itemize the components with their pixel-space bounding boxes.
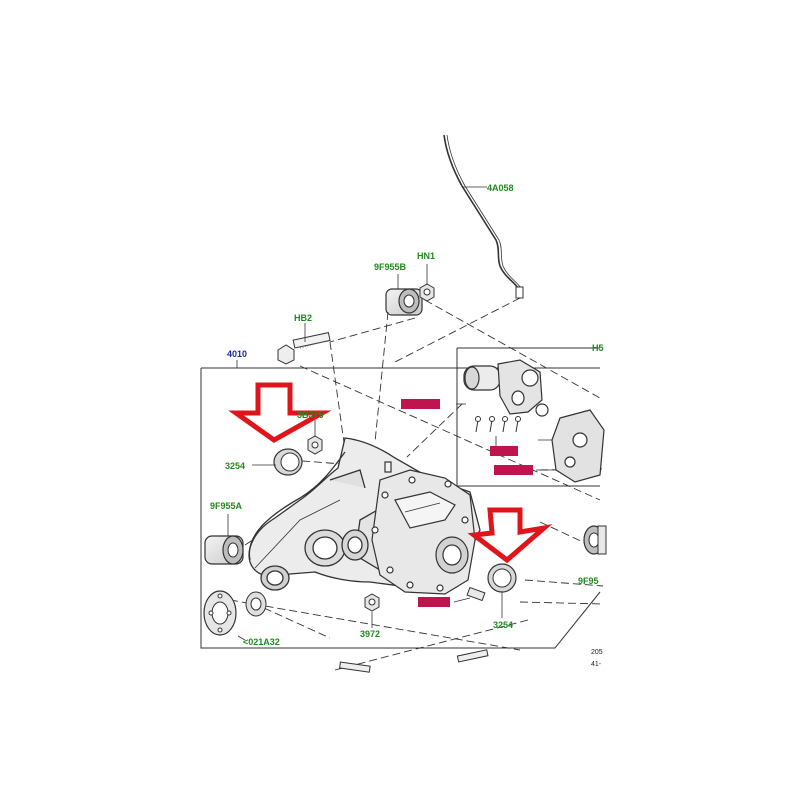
red-arrow-right (467, 507, 553, 564)
footer-text-2: 41- (591, 661, 602, 668)
label-bolt-left: HB2 (294, 313, 313, 323)
label-right-edge-top: H5 (592, 343, 604, 353)
label-screws-highlighted: 5F840 (490, 446, 518, 456)
red-arrow-left (228, 382, 332, 443)
label-cover-highlighted: 122227B (494, 465, 533, 475)
bottom-studs (339, 649, 489, 673)
label-seal-right: 3254 (493, 620, 514, 630)
label-right-edge-bushing: 9F95 (578, 576, 599, 586)
label-assembly: 4010 (227, 349, 248, 359)
actuator-motor (463, 359, 549, 417)
top-bushing (385, 288, 423, 316)
label-sensor-highlighted: 300040 (418, 597, 451, 607)
label-nut-left: 3B375 (297, 410, 324, 420)
brake-line (443, 134, 522, 298)
washer (245, 591, 267, 617)
label-motor-highlighted: 122227A (401, 399, 440, 409)
bolt-hb2 (277, 332, 331, 365)
label-seal-left: 3254 (225, 461, 246, 471)
label-plug: 3972 (360, 629, 381, 639)
hub-flange (203, 590, 237, 636)
plug-3972 (364, 593, 380, 612)
label-bushing-top: 9F955B (374, 262, 407, 272)
footer-text-1: 205 (591, 649, 603, 656)
label-bushing-left: 9F955A (210, 501, 243, 511)
actuator-screws (475, 416, 521, 433)
top-nut (419, 283, 435, 302)
seal-left (273, 448, 303, 476)
label-brake-line: 4A058 (487, 183, 514, 193)
seal-right (487, 563, 517, 593)
bushing-right-edge (583, 525, 607, 555)
label-nut-top: HN1 (417, 251, 436, 261)
label-hub-nut: <021A32 (243, 637, 280, 647)
assembly-frame (200, 367, 601, 649)
bushing-left (204, 535, 244, 565)
differential-housing (371, 461, 476, 595)
actuator-cover (551, 409, 605, 483)
nut-3b375 (307, 435, 323, 455)
sensor (453, 586, 486, 603)
